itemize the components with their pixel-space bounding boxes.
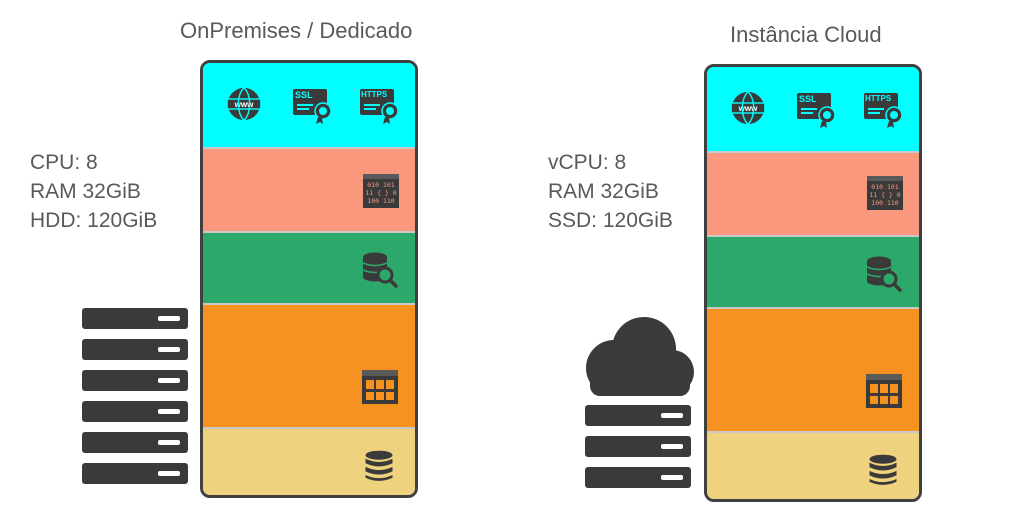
ssl-certificate-icon: SSL [291, 85, 335, 125]
cloud-title: Instância Cloud [730, 22, 882, 47]
storage-icon [361, 447, 397, 485]
disk-spec: SSD: 120GiB [548, 209, 673, 232]
vcpu-spec: vCPU: 8 [548, 151, 627, 174]
https-certificate-icon: HTTPS [862, 89, 906, 129]
storage-icon [865, 451, 901, 489]
onpremises-title: OnPremises / Dedicado [180, 18, 413, 43]
database-layer [203, 233, 415, 305]
database-layer [707, 237, 919, 309]
ram-spec: RAM 32GiB [30, 180, 141, 203]
application-layer [203, 305, 415, 429]
cloud-stack: SSL HTTPS [704, 64, 922, 502]
onpremises-specs: CPU: 8 RAM 32GiB HDD: 120GiB [30, 148, 157, 235]
cloud-server-rack-icon [585, 405, 691, 491]
code-layer [707, 153, 919, 237]
ram-spec: RAM 32GiB [548, 180, 659, 203]
https-certificate-icon: HTTPS [358, 85, 402, 125]
app-window-icon [864, 371, 904, 411]
www-globe-icon [729, 89, 767, 127]
cloud-specs: vCPU: 8 RAM 32GiB SSD: 120GiB [548, 148, 673, 235]
storage-layer [707, 433, 919, 499]
onpremises-server-rack-icon [82, 308, 188, 486]
onpremises-stack: SSL HTTPS [200, 60, 418, 498]
database-search-icon [863, 253, 903, 293]
www-globe-icon [225, 85, 263, 123]
web-layer: SSL HTTPS [203, 63, 415, 149]
application-layer [707, 309, 919, 433]
binary-code-icon [865, 173, 905, 213]
web-layer: SSL HTTPS [707, 67, 919, 153]
binary-code-icon [361, 171, 401, 211]
database-search-icon [359, 249, 399, 289]
disk-spec: HDD: 120GiB [30, 209, 158, 232]
cloud-icon [586, 317, 694, 396]
app-window-icon [360, 367, 400, 407]
cpu-spec: CPU: 8 [30, 151, 98, 174]
code-layer [203, 149, 415, 233]
storage-layer [203, 429, 415, 495]
ssl-certificate-icon: SSL [795, 89, 839, 129]
